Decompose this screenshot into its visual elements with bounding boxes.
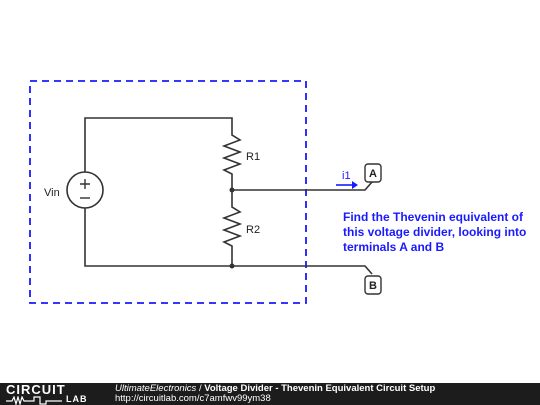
dashed-boundary — [29, 80, 307, 304]
author-link[interactable]: UltimateElectronics — [115, 383, 197, 394]
wire-left-bottom — [84, 208, 232, 267]
footer-title-line: UltimateElectronics / Voltage Divider - … — [115, 384, 435, 394]
terminal-a-box — [364, 163, 382, 183]
circuit-url[interactable]: http://circuitlab.com/c7amfwv99ym38 — [115, 393, 271, 404]
voltage-source-symbol — [66, 171, 104, 209]
terminal-a-label: A — [369, 168, 377, 180]
circuit-title[interactable]: Voltage Divider - Thevenin Equivalent Ci… — [204, 383, 436, 394]
logo-wordmark-bottom: LAB — [66, 394, 88, 404]
logo-wave-icon — [6, 396, 62, 405]
current-label: i1 — [342, 170, 351, 182]
wire-to-terminal-a — [232, 181, 373, 191]
circuit-schematic: Vin R1 R2 i1 A B — [29, 80, 382, 304]
circuitlab-logo[interactable]: CIRCUIT LAB — [4, 383, 108, 405]
junction-node-b — [229, 263, 235, 269]
logo-wordmark-top: CIRCUIT — [6, 382, 66, 397]
plus-icon — [80, 179, 90, 189]
r2-label: R2 — [246, 224, 260, 236]
breadcrumb-separator: / — [196, 383, 205, 394]
wire-to-terminal-b — [232, 265, 373, 275]
resistor-r2 — [221, 190, 243, 266]
wire-left-top — [84, 117, 233, 172]
footer-bar: CIRCUIT LAB UltimateElectronics / Voltag… — [0, 383, 540, 405]
r1-label: R1 — [246, 151, 260, 163]
terminal-b-label: B — [369, 280, 377, 292]
instruction-note: Find the Thevenin equivalent of this vol… — [343, 210, 527, 254]
terminal-b-box — [364, 275, 382, 295]
resistor-r1 — [221, 128, 243, 190]
junction-node-a — [229, 187, 235, 193]
source-label: Vin — [44, 187, 60, 199]
current-arrowhead-icon — [352, 181, 358, 189]
